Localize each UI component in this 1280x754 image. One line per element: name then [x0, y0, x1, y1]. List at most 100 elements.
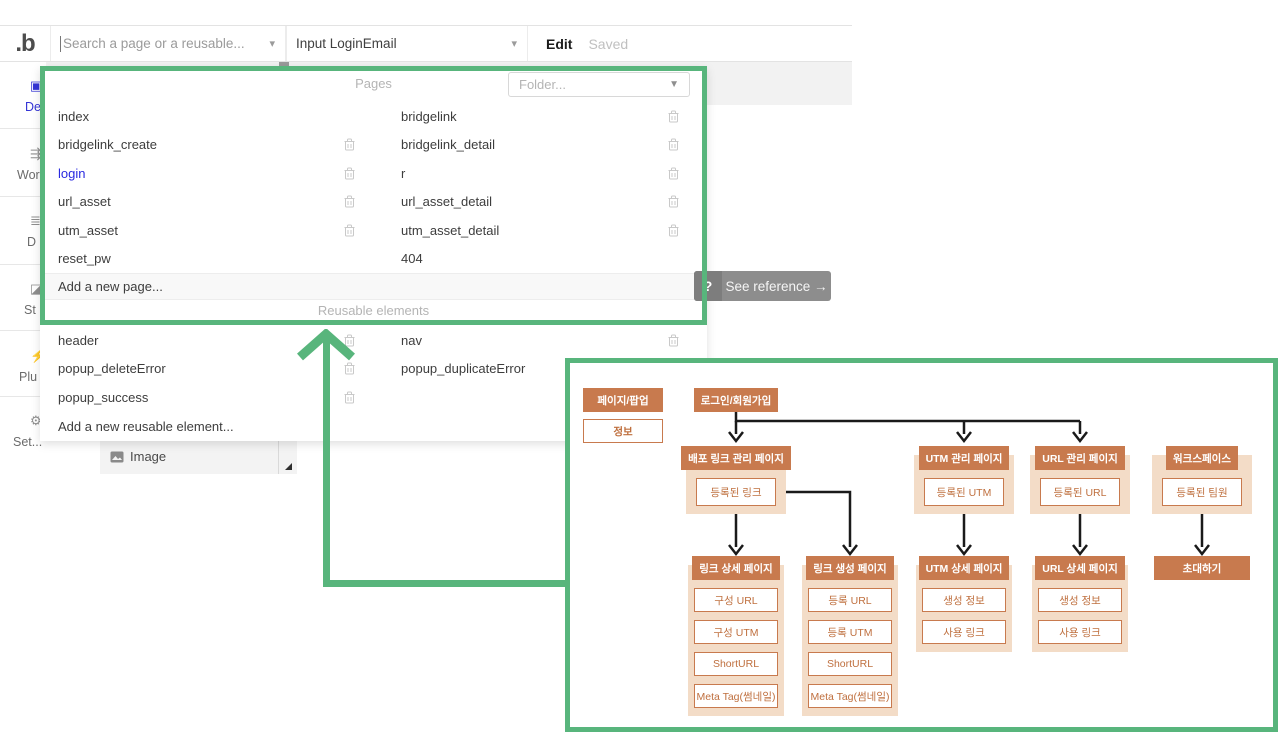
add-new-page-button[interactable]: Add a new page...	[40, 273, 707, 300]
page-search-dropdown[interactable]: Search a page or a reusable... ▾	[50, 26, 286, 61]
folder-filter-dropdown[interactable]: Folder... ▼	[508, 72, 690, 97]
design-icon: ▣	[30, 78, 43, 93]
diagram-node-child: 등록 URL	[808, 588, 892, 612]
resize-corner-icon	[285, 463, 292, 470]
top-toolbar: .b Search a page or a reusable... ▾ Inpu…	[0, 25, 852, 62]
see-reference-button[interactable]: ? See reference →	[694, 271, 831, 301]
trash-icon[interactable]	[668, 110, 679, 123]
trash-icon[interactable]	[344, 334, 355, 347]
page-link-login-current[interactable]: login	[58, 165, 86, 181]
page-link-r[interactable]: r	[401, 165, 406, 181]
trash-icon[interactable]	[344, 362, 355, 375]
diagram-node-invite: 초대하기	[1154, 556, 1250, 580]
diagram-node-child: 사용 링크	[1038, 620, 1122, 644]
page-row: login r	[40, 159, 707, 188]
page-row: bridgelink_create bridgelink_detail	[40, 131, 707, 160]
diagram-group-url-detail: URL 상세 페이지 생성 정보 사용 링크	[1032, 556, 1128, 652]
page-link-reset-pw[interactable]: reset_pw	[58, 251, 111, 267]
reusable-row: popup_success	[40, 383, 707, 412]
sitemap-diagram: 페이지/팝업 정보 로그인/회원가입 배포 링크 관리 페이지 등록된 링크 U…	[565, 358, 1278, 732]
folder-placeholder: Folder...	[519, 77, 566, 92]
diagram-node-child: 생성 정보	[1038, 588, 1122, 612]
trash-icon[interactable]	[668, 224, 679, 237]
element-selector-dropdown[interactable]: Input LoginEmail ▾	[286, 26, 528, 61]
page-link-utm-asset[interactable]: utm_asset	[58, 222, 118, 238]
diagram-node-header: 워크스페이스	[1166, 446, 1238, 470]
reusable-link-popup-success[interactable]: popup_success	[58, 389, 149, 405]
trash-icon[interactable]	[668, 167, 679, 180]
text-cursor	[60, 35, 61, 52]
sidebar-divider	[0, 396, 42, 397]
diagram-node-child: 구성 UTM	[694, 620, 778, 644]
diagram-node-header: 링크 상세 페이지	[692, 556, 780, 580]
diagram-node-child: Meta Tag(썸네일)	[808, 684, 892, 708]
image-icon	[110, 450, 124, 468]
page-link-bridgelink-detail[interactable]: bridgelink_detail	[401, 137, 495, 153]
diagram-node-header: URL 상세 페이지	[1035, 556, 1125, 580]
page-row: url_asset url_asset_detail	[40, 188, 707, 217]
palette-item-label: Image	[130, 449, 167, 464]
page-link-bridgelink[interactable]: bridgelink	[401, 108, 457, 124]
page-link-index[interactable]: index	[58, 108, 90, 124]
diagram-node-header: URL 관리 페이지	[1035, 446, 1125, 470]
trash-icon[interactable]	[344, 138, 355, 151]
trash-icon[interactable]	[668, 195, 679, 208]
scrollbar-fragment[interactable]	[279, 62, 289, 67]
diagram-node-child: 등록된 UTM	[924, 478, 1004, 506]
trash-icon[interactable]	[344, 167, 355, 180]
diagram-group-link-create: 링크 생성 페이지 등록 URL 등록 UTM ShortURL Meta Ta…	[802, 556, 898, 716]
chevron-down-icon: ▼	[669, 79, 679, 90]
pages-panel-header: Pages Folder... ▼	[40, 66, 707, 102]
sidebar-label-styles: St	[24, 303, 36, 317]
sidebar-label-data: D	[27, 235, 37, 249]
add-new-reusable-button[interactable]: Add a new reusable element...	[58, 418, 234, 434]
data-icon: ≣	[30, 213, 41, 228]
element-palette-item[interactable]: Image	[100, 441, 297, 474]
diagram-node-child: 등록된 URL	[1040, 478, 1120, 506]
reusable-row: popup_deleteError popup_duplicateError	[40, 355, 707, 384]
reusable-link-header[interactable]: header	[58, 332, 99, 348]
settings-icon: ⚙	[30, 413, 42, 428]
sidebar-divider	[0, 264, 42, 265]
diagram-group-utm-manage: UTM 관리 페이지 등록된 UTM	[914, 446, 1014, 514]
trash-icon[interactable]	[668, 334, 679, 347]
diagram-node-header: 배포 링크 관리 페이지	[681, 446, 791, 470]
trash-icon[interactable]	[344, 195, 355, 208]
bubble-logo[interactable]: .b	[15, 29, 35, 57]
page-link-url-asset-detail[interactable]: url_asset_detail	[401, 194, 493, 210]
diagram-node-child: 등록된 팀원	[1162, 478, 1242, 506]
diagram-group-url-manage: URL 관리 페이지 등록된 URL	[1030, 446, 1130, 514]
annotation-arrowhead-icon	[297, 329, 355, 361]
legend-page-popup: 페이지/팝업	[583, 388, 663, 412]
reusable-link-popup-duplicateerror[interactable]: popup_duplicateError	[401, 361, 526, 377]
page-link-url-asset[interactable]: url_asset	[58, 194, 111, 210]
chevron-down-icon: ▾	[269, 38, 275, 50]
palette-divider	[278, 441, 279, 474]
question-icon: ?	[694, 271, 722, 301]
sidebar-divider	[0, 128, 42, 129]
diagram-node-child: 구성 URL	[694, 588, 778, 612]
sidebar-label-design: De	[25, 100, 41, 114]
diagram-node-header: 링크 생성 페이지	[806, 556, 894, 580]
diagram-group-deploy-link: 배포 링크 관리 페이지 등록된 링크	[681, 446, 791, 514]
trash-icon[interactable]	[668, 138, 679, 151]
workflow-icon: ⇶	[30, 146, 41, 161]
reusable-elements-title: Reusable elements	[317, 303, 430, 318]
edit-menu[interactable]: Edit	[546, 35, 573, 52]
styles-icon: ◪	[30, 281, 43, 296]
diagram-group-utm-detail: UTM 상세 페이지 생성 정보 사용 링크	[916, 556, 1012, 652]
page-link-bridgelink-create[interactable]: bridgelink_create	[58, 137, 158, 153]
page-link-utm-asset-detail[interactable]: utm_asset_detail	[401, 222, 500, 238]
page-row: index bridgelink	[40, 102, 707, 131]
trash-icon[interactable]	[344, 391, 355, 404]
trash-icon[interactable]	[344, 224, 355, 237]
page-row: reset_pw 404	[40, 245, 707, 274]
sidebar-divider	[0, 330, 42, 331]
sidebar-label-workflow: Wor	[17, 168, 40, 182]
reusable-link-popup-deleteerror[interactable]: popup_deleteError	[58, 361, 166, 377]
pages-section-title: Pages	[355, 76, 392, 91]
reusable-link-nav[interactable]: nav	[401, 332, 422, 348]
diagram-node-child: 생성 정보	[922, 588, 1006, 612]
page-link-404[interactable]: 404	[401, 251, 423, 267]
